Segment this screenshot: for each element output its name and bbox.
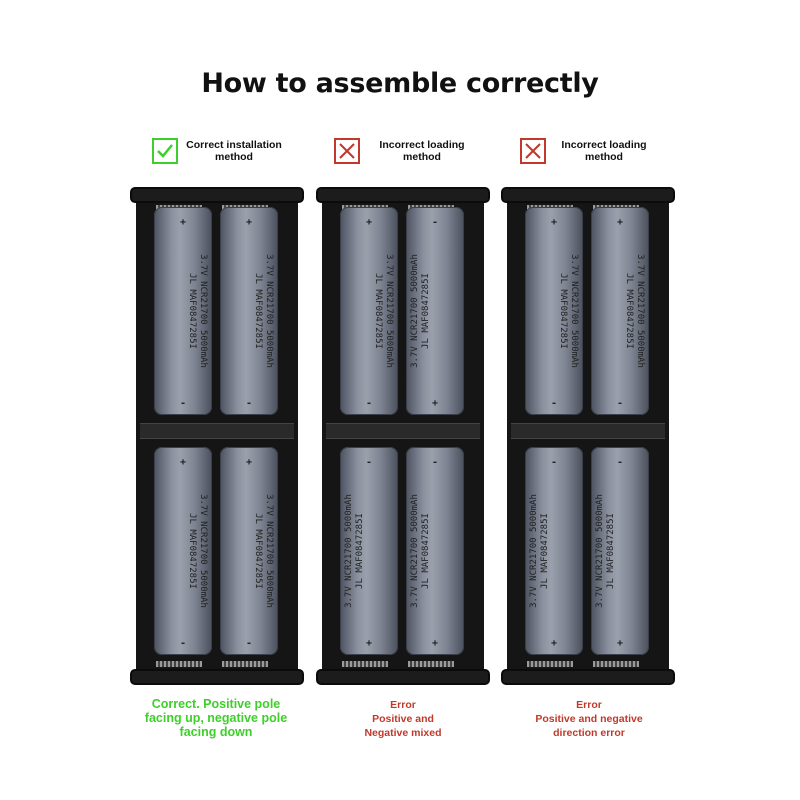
battery-pole-label: + [431,638,439,649]
battery-pole-label: + [365,217,373,228]
battery-pole-label: - [431,217,439,228]
panel-2-header-text: Incorrect loading method [379,139,465,163]
battery-pole-label: + [431,398,439,409]
battery-pole-label: - [616,398,624,409]
panel-1-header: Correct installation method [152,138,292,168]
battery-pole-label: - [550,398,558,409]
battery-pole-label: + [616,217,624,228]
panel-1-caption: Correct. Positive pole facing up, negati… [144,697,288,739]
panel-3-caption: Error Positive and negative direction er… [535,699,643,739]
battery-pole-label: - [365,398,373,409]
battery-pole-label: - [245,398,253,409]
panel-2-header: Incorrect loading method [334,138,474,168]
panel-2-caption: Error Positive and Negative mixed [364,699,442,739]
battery-pole-label: - [179,638,187,649]
battery-pole-label: - [616,457,624,468]
panel-1-header-text: Correct installation method [186,139,282,163]
battery-pole-label: - [431,457,439,468]
battery-pole-label: + [550,217,558,228]
check-icon [152,138,178,164]
cross-icon [520,138,546,164]
battery-pole-label: + [179,457,187,468]
cross-icon [334,138,360,164]
battery-pole-label: + [245,457,253,468]
battery-pole-label: + [179,217,187,228]
panel-3-header: Incorrect loading method [520,138,660,168]
battery-pole-label: + [550,638,558,649]
battery-pole-label: + [365,638,373,649]
panel-3-header-text: Incorrect loading method [561,139,647,163]
battery-pole-label: - [179,398,187,409]
battery-pole-label: + [616,638,624,649]
battery-pole-label: - [550,457,558,468]
battery-pole-label: - [365,457,373,468]
battery-pole-label: - [245,638,253,649]
page-title: How to assemble correctly [201,68,599,99]
battery-pole-label: + [245,217,253,228]
